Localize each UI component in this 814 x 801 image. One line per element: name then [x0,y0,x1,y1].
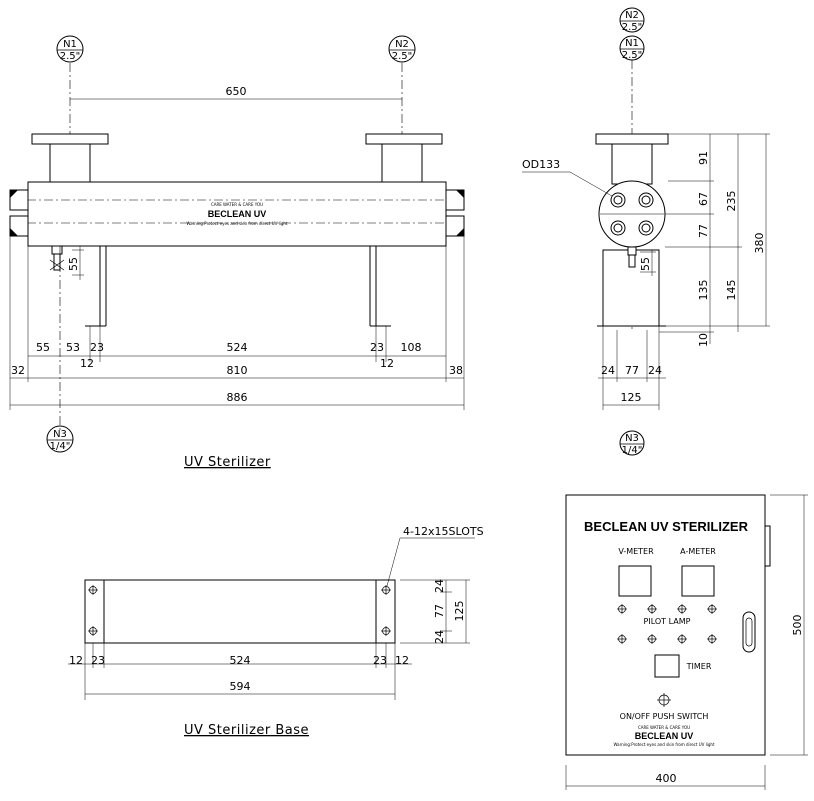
timer-label: TIMER [686,662,712,671]
side-nozzle-n3-size: 1/4" [622,445,643,456]
slots-callout: 4-12x15SLOTS [403,525,484,538]
nozzle-n1-id: N1 [63,39,77,50]
base-dim-23b: 23 [373,654,387,667]
body-label-warning: Warning:Protect eyes and skin from direc… [186,221,287,226]
nozzle-n1-callout: N1 2.5" [56,35,84,63]
base-plate [84,579,396,644]
body-label-line1: CARE WATER & CARE YOU [211,202,263,207]
front-view: N1 2.5" N2 2.5" 650 [9,35,465,470]
front-dim-23a: 23 [90,341,104,354]
panel-label-line1: CARE WATER & CARE YOU [638,725,690,730]
side-nozzle-n3-id: N3 [625,433,639,444]
side-dim-10: 10 [697,333,710,347]
front-dim-23b: 23 [370,341,384,354]
pilot-lamps-row2 [617,634,717,644]
control-panel: BECLEAN UV STERILIZER V-METER A-METER PI… [565,494,808,790]
push-switch [657,693,671,707]
nozzle-n2-id: N2 [395,39,409,50]
side-dim-145: 145 [725,280,738,301]
front-dim-32: 32 [11,364,25,377]
v-meter [618,565,652,597]
base-dim-524: 524 [230,654,251,667]
nozzle-n3-callout: N3 1/4" [46,425,74,453]
a-meter-label: A-METER [680,547,716,556]
side-dim-77: 77 [697,224,710,238]
side-dim-235: 235 [725,191,738,212]
base-slot-holes [88,585,391,636]
side-dim-77h: 77 [625,364,639,377]
panel-box [565,494,766,756]
side-nozzle-n3-callout: N3 1/4" [619,430,645,456]
base-dim-12a: 12 [69,654,83,667]
timer-box [654,654,680,678]
side-nozzle-n2-size: 2.5" [622,22,643,33]
base-dim-12b: 12 [395,654,409,667]
side-dim-135: 135 [697,280,710,301]
base-dim-23a: 23 [91,654,105,667]
front-dim-12b: 12 [380,357,394,370]
side-dim-67: 67 [697,192,710,206]
side-nozzle-n1-size: 2.5" [622,50,643,61]
sterilizer-view-title: UV Sterilizer [184,455,271,470]
side-nozzle-n1-id: N1 [625,38,639,49]
sterilizer-body [27,181,447,247]
side-dim-24a: 24 [601,364,615,377]
nozzle-n3-id: N3 [53,429,67,440]
nozzle-n1-size: 2.5" [60,51,81,62]
base-dim-24a: 24 [433,579,446,593]
pilot-lamp-label: PILOT LAMP [644,617,691,626]
front-dim-38: 38 [449,364,463,377]
panel-label-warning: Warning:Protect eyes and skin from direc… [613,742,714,747]
front-dim-524: 524 [227,341,248,354]
side-view: N2 2.5" N1 2.5" OD133 55 [522,7,770,456]
panel-title: BECLEAN UV STERILIZER [584,519,749,534]
od-callout: OD133 [522,158,560,171]
base-dim-594: 594 [230,680,251,693]
dim-650: 650 [226,85,247,98]
switch-label: ON/OFF PUSH SWITCH [620,712,709,721]
panel-label-brand: BECLEAN UV [635,731,694,741]
front-dim-55v: 55 [67,257,80,271]
base-view-title: UV Sterilizer Base [184,723,309,738]
base-view: 4-12x15SLOTS 24 77 24 125 12 23 524 23 1… [68,525,484,738]
front-dim-108: 108 [401,341,422,354]
side-nozzle-n2-id: N2 [625,10,639,21]
body-label-brand: BECLEAN UV [208,209,267,219]
side-dim-380: 380 [753,233,766,254]
side-dim-91: 91 [697,151,710,165]
side-dim-125: 125 [621,391,642,404]
panel-dim-500: 500 [791,615,804,636]
side-dim-55v: 55 [639,257,652,271]
nozzle-n2-size: 2.5" [392,51,413,62]
a-meter [681,565,715,597]
panel-dim-400: 400 [656,772,677,785]
base-dim-24b: 24 [433,630,446,644]
nozzle-n2-callout: N2 2.5" [388,35,416,63]
side-dim-24b: 24 [648,364,662,377]
front-dim-55: 55 [36,341,50,354]
front-dim-810: 810 [227,364,248,377]
base-dim-77: 77 [433,604,446,618]
side-nozzle-n1-callout: N1 2.5" [619,35,645,61]
pilot-lamps-row1 [617,604,717,614]
front-dim-53: 53 [66,341,80,354]
front-dim-12a: 12 [80,357,94,370]
side-nozzle-n2-callout: N2 2.5" [619,7,645,33]
nozzle-n3-size: 1/4" [50,441,71,452]
front-dim-886: 886 [227,391,248,404]
v-meter-label: V-METER [618,547,654,556]
base-dim-125: 125 [453,601,466,622]
